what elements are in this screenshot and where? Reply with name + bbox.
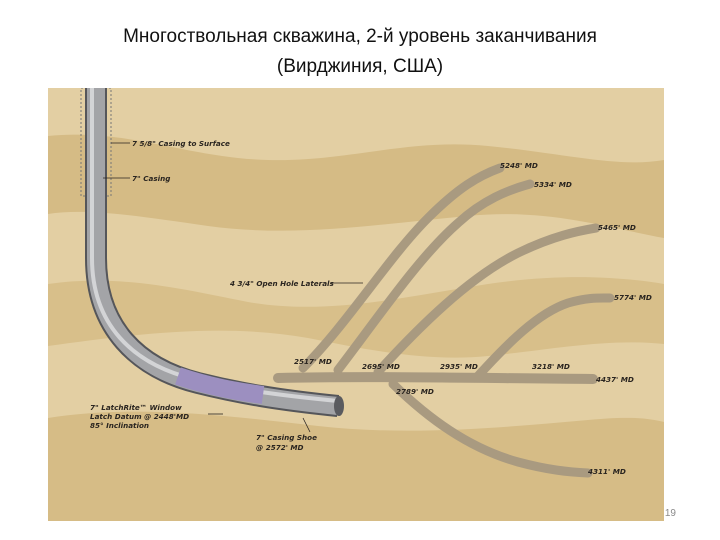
- open-hole-laterals: [273, 163, 615, 478]
- slide-title-line1: Многоствольная скважина, 2-й уровень зак…: [123, 26, 597, 47]
- depth-4437: 4437' MD: [596, 375, 634, 384]
- casing-shoe: [334, 396, 344, 416]
- slide-title: Многоствольная скважина, 2-й уровень зак…: [0, 22, 720, 82]
- depth-4311: 4311' MD: [588, 467, 626, 476]
- label-window-line3: 85° Inclination: [90, 421, 149, 430]
- label-open-hole-laterals: 4 3/4" Open Hole Laterals: [230, 279, 335, 288]
- depth-2935: 2935' MD: [440, 362, 478, 371]
- lateral-5248: [298, 163, 505, 373]
- label-casing-7: 7" Casing: [132, 174, 170, 183]
- page-number: 19: [664, 508, 676, 519]
- depth-5248: 5248' MD: [500, 161, 538, 170]
- depth-2789: 2789' MD: [396, 387, 434, 396]
- depth-3218: 3218' MD: [532, 362, 570, 371]
- depth-2517: 2517' MD: [294, 357, 332, 366]
- latchrite-window: [175, 367, 265, 404]
- label-casing-surface: 7 5/8" Casing to Surface: [132, 139, 230, 148]
- well-diagram: 7 5/8" Casing to Surface 7" Casing 4 3/4…: [48, 88, 664, 521]
- well-diagram-svg: 7 5/8" Casing to Surface 7" Casing 4 3/4…: [48, 88, 664, 521]
- label-window-line2: Latch Datum @ 2448'MD: [90, 412, 189, 421]
- stratum-band-lower: [48, 411, 664, 521]
- label-shoe-line2: @ 2572' MD: [256, 443, 304, 452]
- lateral-4311: [388, 379, 593, 478]
- depth-5774: 5774' MD: [614, 293, 652, 302]
- depth-5465: 5465' MD: [598, 223, 636, 232]
- lateral-4437: [273, 372, 598, 384]
- depth-5334: 5334' MD: [534, 180, 572, 189]
- leader-lines: [103, 142, 363, 433]
- label-shoe-line1: 7" Casing Shoe: [256, 433, 317, 442]
- depth-2695: 2695' MD: [362, 362, 400, 371]
- lateral-5465: [373, 223, 601, 377]
- label-window-line1: 7" LatchRite™ Window: [90, 403, 182, 412]
- stratum-band-upper: [48, 134, 664, 238]
- lateral-5334: [333, 179, 535, 375]
- lateral-5774: [473, 293, 615, 381]
- slide-title-line2: (Вирджиния, США): [276, 56, 444, 77]
